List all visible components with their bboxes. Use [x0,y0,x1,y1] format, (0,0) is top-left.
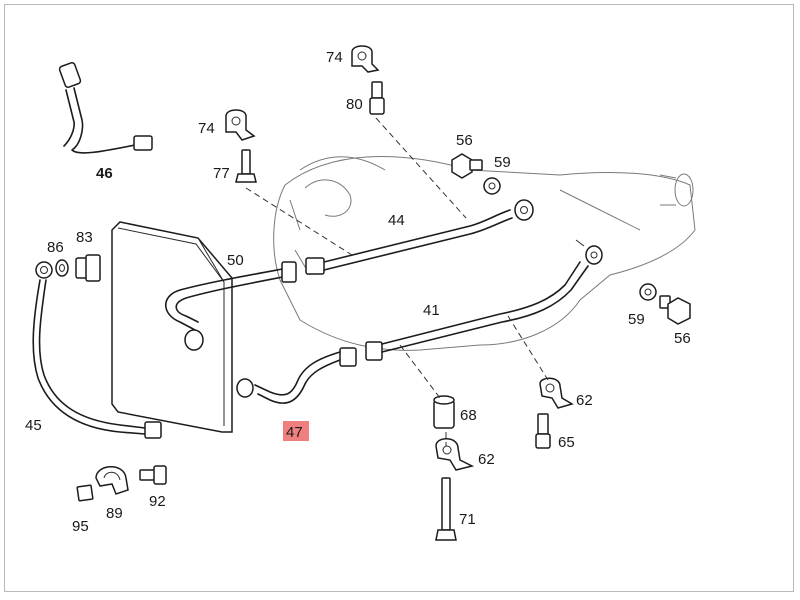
oil-cooler [111,221,233,433]
part-62-clip-lower [435,438,475,471]
label-46: 46 [96,165,113,182]
part-62-clip-right [539,377,574,409]
part-labels: 74 80 74 77 56 59 46 44 86 83 50 41 59 5… [25,49,691,535]
highlight-box-47 [283,421,309,441]
part-80-bolt [369,81,385,115]
line-50 [164,261,297,351]
label-95: 95 [72,518,89,535]
part-59-washer-right [639,283,657,301]
label-45: 45 [25,417,42,434]
label-59-top: 59 [494,154,511,171]
part-77-bolt [235,149,257,183]
label-86: 86 [47,239,64,256]
part-74-clip-left [225,109,256,141]
label-44: 44 [388,212,405,229]
part-83-fitting [75,254,101,282]
part-65-bolt [535,413,551,449]
label-47: 47 [286,424,303,441]
line-41 [365,239,603,361]
part-92-bolt [139,465,167,485]
label-65: 65 [558,434,575,451]
label-56-top: 56 [456,132,473,149]
label-80: 80 [346,96,363,113]
line-47 [236,347,357,404]
label-77: 77 [213,165,230,182]
part-95-nut [76,484,94,502]
label-56-right: 56 [674,330,691,347]
part-89-clamp [95,466,129,495]
diagram-frame [4,4,794,592]
label-71: 71 [459,511,476,528]
label-50: 50 [227,252,244,269]
label-41: 41 [423,302,440,319]
leader-lines [245,117,549,446]
part-71-long-bolt [435,477,457,541]
label-83: 83 [76,229,93,246]
label-68: 68 [460,407,477,424]
label-74-left: 74 [198,120,215,137]
label-59-right: 59 [628,311,645,328]
part-56-bolt-top [451,153,483,179]
part-68-spacer [433,395,455,429]
label-74-top: 74 [326,49,343,66]
label-92: 92 [149,493,166,510]
label-62-right: 62 [576,392,593,409]
label-89: 89 [106,505,123,522]
part-56-bolt-right [659,295,691,325]
part-86-washer [55,259,69,277]
line-45 [32,261,162,439]
part-59-washer-top [483,177,501,195]
part-74-clip-top [351,45,380,73]
line-44 [305,199,534,275]
line-46 [58,62,153,154]
label-62-lower: 62 [478,451,495,468]
